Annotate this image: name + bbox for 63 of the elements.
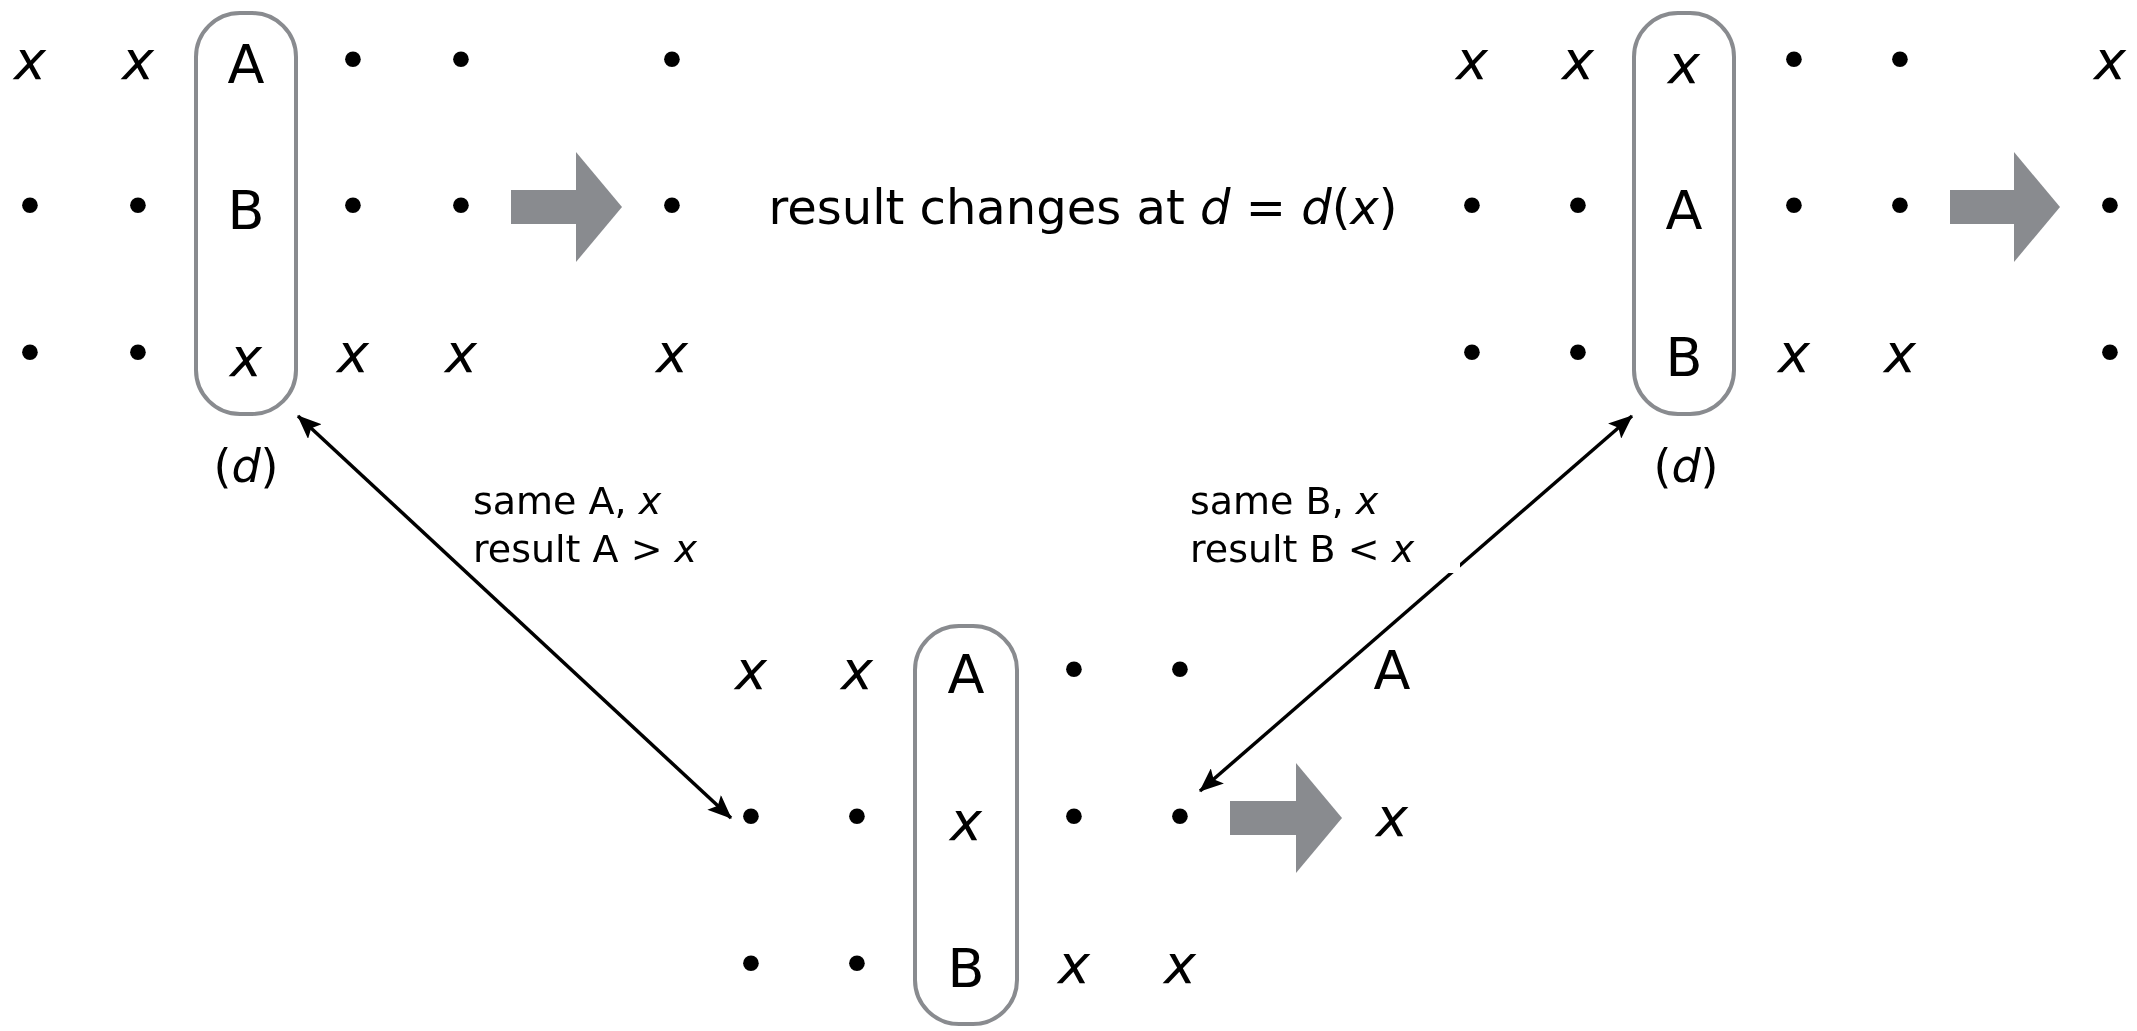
grid-symbol: x bbox=[445, 327, 477, 381]
cell-symbol: x bbox=[230, 331, 262, 385]
cell-symbol: B bbox=[1665, 331, 1703, 385]
grid-symbol: • bbox=[1456, 180, 1488, 234]
grid-symbol: • bbox=[1160, 791, 1200, 845]
grid-symbol: • bbox=[656, 34, 688, 88]
grid-symbol: • bbox=[337, 180, 369, 234]
double-arrow bbox=[296, 414, 733, 820]
grid-symbol: x bbox=[1456, 34, 1488, 88]
grid-symbol: • bbox=[1058, 791, 1090, 845]
grid-symbol: x bbox=[1372, 791, 1412, 845]
grid-symbol: • bbox=[2090, 180, 2130, 234]
block-arrow bbox=[511, 152, 622, 262]
column-label: (d) bbox=[1653, 443, 1719, 489]
cell-symbol: A bbox=[1665, 184, 1703, 238]
column-label: (d) bbox=[213, 443, 279, 489]
cell-symbol: A bbox=[227, 38, 265, 92]
double-arrow bbox=[1198, 414, 1634, 793]
grid-symbol: x bbox=[735, 644, 767, 698]
block-arrow bbox=[1230, 763, 1342, 873]
block-arrow bbox=[1950, 152, 2060, 262]
grid-symbol: • bbox=[122, 180, 154, 234]
grid-symbol: • bbox=[1456, 327, 1488, 381]
cell-symbol: A bbox=[947, 648, 985, 702]
grid-symbol: x bbox=[841, 644, 873, 698]
grid-symbol: • bbox=[337, 34, 369, 88]
grid-symbol: • bbox=[1778, 180, 1810, 234]
grid-symbol: • bbox=[731, 791, 771, 845]
grid-symbol: • bbox=[735, 938, 767, 992]
column-box bbox=[194, 11, 298, 416]
cell-symbol: x bbox=[1668, 38, 1700, 92]
grid-symbol: • bbox=[1778, 34, 1810, 88]
grid-symbol: x bbox=[656, 327, 688, 381]
grid-symbol: • bbox=[14, 327, 46, 381]
grid-symbol: • bbox=[2094, 327, 2126, 381]
grid-symbol: x bbox=[122, 34, 154, 88]
grid-symbol: • bbox=[652, 180, 692, 234]
cell-symbol: B bbox=[947, 942, 985, 996]
grid-symbol: x bbox=[14, 34, 46, 88]
grid-symbol: x bbox=[1884, 327, 1916, 381]
column-box bbox=[1632, 11, 1736, 416]
grid-symbol: • bbox=[1884, 34, 1916, 88]
grid-symbol: • bbox=[1562, 180, 1594, 234]
grid-symbol: • bbox=[441, 180, 481, 234]
grid-symbol: • bbox=[122, 327, 154, 381]
grid-symbol: • bbox=[445, 34, 477, 88]
grid-symbol: x bbox=[1562, 34, 1594, 88]
cell-symbol: B bbox=[227, 184, 265, 238]
grid-symbol: x bbox=[337, 327, 369, 381]
grid-symbol: x bbox=[1058, 938, 1090, 992]
grid-symbol: • bbox=[1164, 644, 1196, 698]
grid-symbol: • bbox=[14, 180, 46, 234]
grid-symbol: x bbox=[2094, 34, 2126, 88]
column-box bbox=[913, 624, 1019, 1026]
grid-symbol: • bbox=[1058, 644, 1090, 698]
grid-symbol: x bbox=[1164, 938, 1196, 992]
grid-symbol: • bbox=[841, 938, 873, 992]
grid-symbol: A bbox=[1373, 644, 1411, 698]
grid-symbol: x bbox=[1778, 327, 1810, 381]
grid-symbol: • bbox=[1880, 180, 1920, 234]
cell-symbol: x bbox=[950, 795, 982, 849]
grid-symbol: • bbox=[1562, 327, 1594, 381]
grid-symbol: • bbox=[841, 791, 873, 845]
